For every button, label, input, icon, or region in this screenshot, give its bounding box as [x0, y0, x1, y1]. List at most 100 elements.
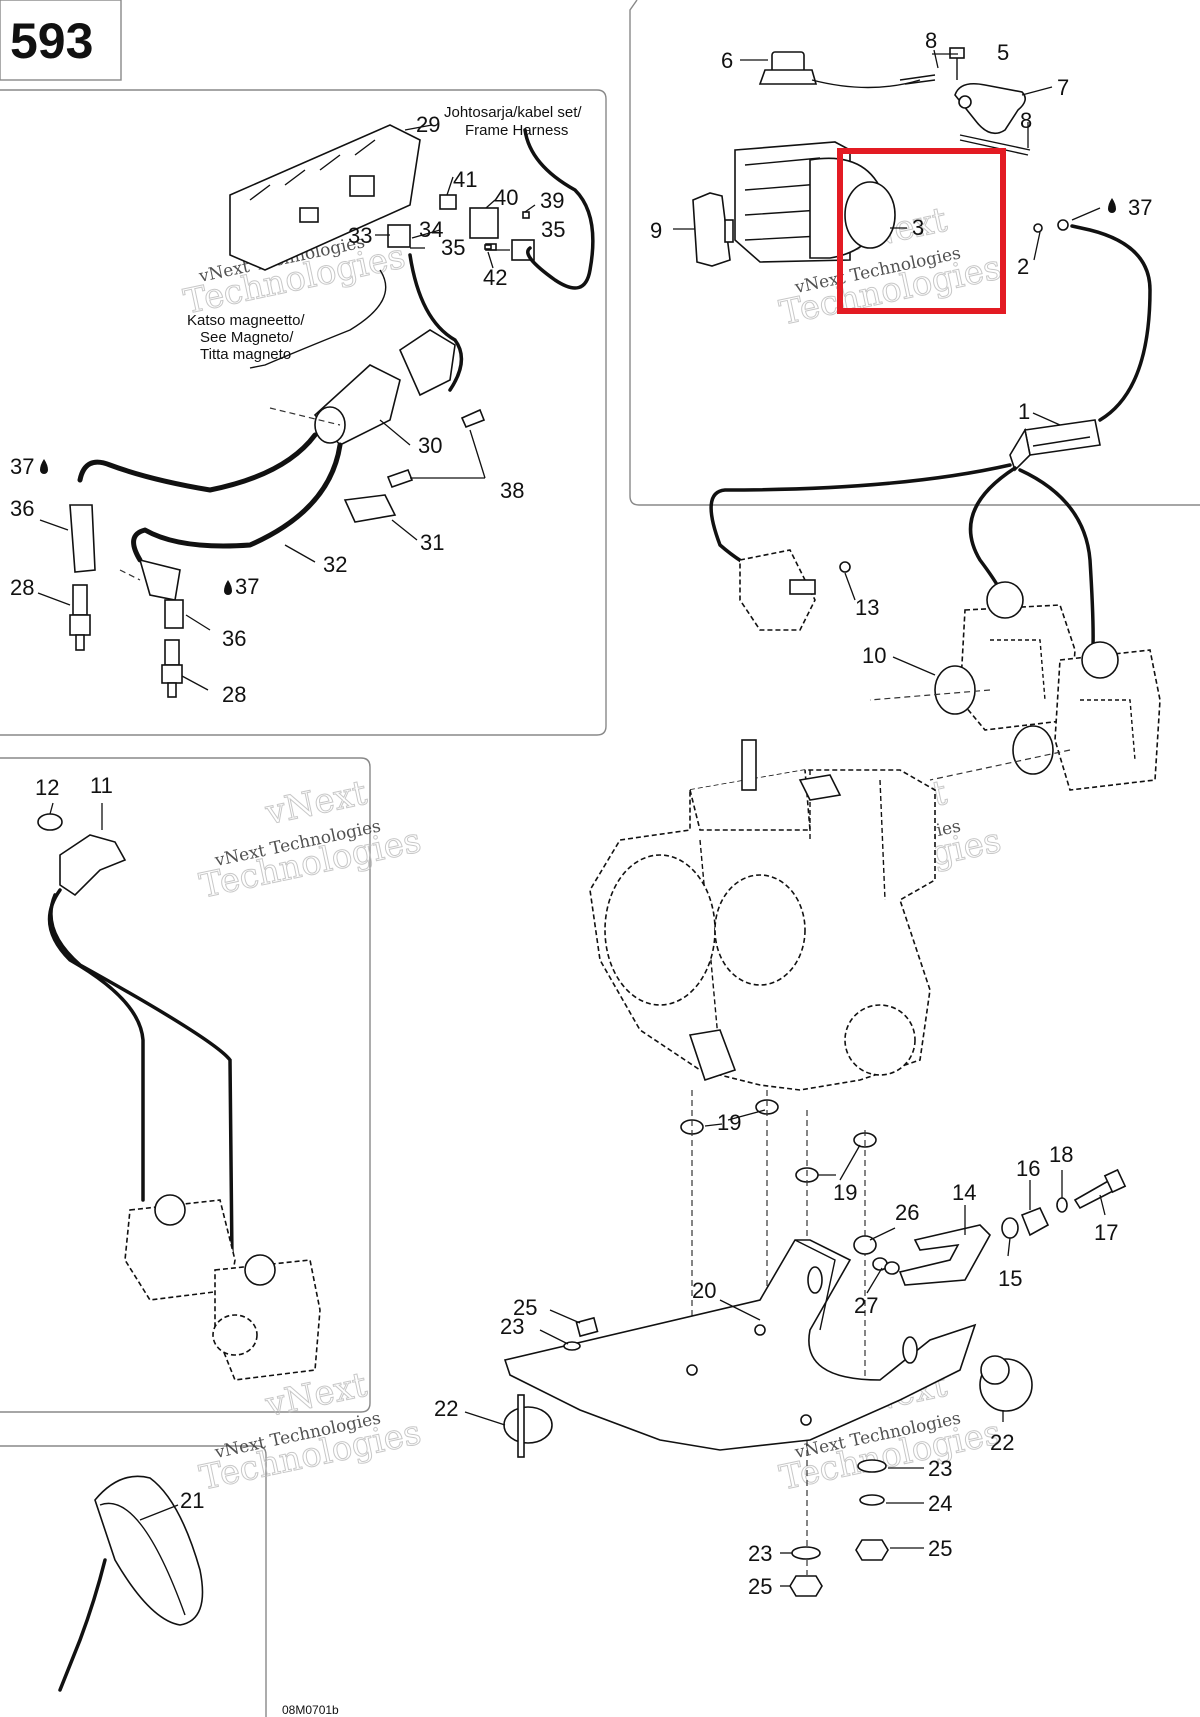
part-13-bracket — [739, 549, 851, 631]
drop-icon — [1108, 198, 1116, 213]
part-5-screw — [949, 47, 965, 80]
part-7-switch-cap — [954, 82, 1026, 135]
callout-18: 18 — [1049, 1142, 1073, 1167]
harness-note-line2: Frame Harness — [465, 122, 568, 139]
callout-39: 39 — [540, 188, 564, 213]
callout-36-left: 36 — [10, 496, 34, 521]
parts-15-18-hardware — [1001, 1168, 1127, 1239]
callout-29: 29 — [416, 112, 440, 137]
callout-23-bottom: 23 — [748, 1541, 772, 1566]
part-9-cover — [692, 192, 734, 267]
part-38-screws — [386, 408, 486, 489]
callout-3[interactable]: 3 — [912, 215, 924, 240]
frame-harness-wire — [523, 128, 595, 290]
callout-34: 34 — [419, 217, 443, 242]
callout-35-left: 35 — [441, 235, 465, 260]
part-29-cdi-module — [229, 124, 421, 271]
part-30-ignition-coil — [313, 329, 456, 446]
handlebar-panel-frame — [0, 1445, 267, 1717]
callout-22-left: 22 — [434, 1396, 458, 1421]
callout-28-left: 28 — [10, 575, 34, 600]
part-22-rubber-mounts — [503, 1355, 1033, 1458]
highlight-box-part-3[interactable] — [837, 148, 1006, 314]
callout-13: 13 — [855, 595, 879, 620]
sensor-assembly — [37, 813, 321, 1381]
callout-28-right: 28 — [222, 682, 246, 707]
part-1-module — [1009, 419, 1101, 472]
carburetors — [959, 581, 1161, 791]
callout-8-lower: 8 — [1020, 108, 1032, 133]
tether-switch-panel-frame — [629, 0, 1200, 506]
part-14-bracket — [898, 1224, 991, 1286]
part-20-engine-plate — [503, 1239, 977, 1451]
part-19-washers — [680, 1099, 877, 1183]
drawing-code: 08M0701b — [282, 1703, 339, 1717]
centerline — [869, 689, 1071, 781]
callout-35-right: 35 — [541, 217, 565, 242]
mount-centerlines — [691, 1090, 866, 1575]
callout-40: 40 — [494, 185, 518, 210]
callout-15: 15 — [998, 1266, 1022, 1291]
callout-9: 9 — [650, 218, 662, 243]
callout-23-right: 23 — [928, 1456, 952, 1481]
callout-19-left: 19 — [717, 1110, 741, 1135]
callout-32: 32 — [323, 552, 347, 577]
callout-17: 17 — [1094, 1220, 1118, 1245]
callout-41: 41 — [453, 167, 477, 192]
callout-25-right: 25 — [928, 1536, 952, 1561]
callout-6: 6 — [721, 48, 733, 73]
callout-12: 12 — [35, 775, 59, 800]
part-31-clip — [343, 494, 397, 523]
part-28-spark-plugs — [69, 584, 183, 698]
callout-37-switch: 37 — [1128, 195, 1152, 220]
callout-42: 42 — [483, 265, 507, 290]
page-number-box — [0, 0, 122, 81]
ignition-assembly — [69, 124, 595, 698]
handlebar-assembly — [58, 1475, 204, 1692]
part-36-spark-caps — [69, 504, 184, 629]
callout-11: 11 — [90, 773, 113, 798]
callout-31: 31 — [420, 530, 444, 555]
ignition-centerlines — [119, 407, 341, 581]
ignition-panel-frame — [0, 89, 607, 736]
drop-icon — [40, 459, 48, 474]
callout-36-right: 36 — [222, 626, 246, 651]
part-2-nut — [1033, 219, 1069, 233]
tether-switch-assembly — [692, 47, 1152, 662]
callout-24: 24 — [928, 1491, 952, 1516]
callout-labels: 1 2 3 5 6 7 8 8 9 37 10 13 29 41 40 39 3… — [10, 28, 1152, 1599]
tether-cable — [1070, 224, 1152, 422]
connectors-33-42 — [387, 194, 535, 261]
callout-37-coil-bottom: 37 — [235, 574, 259, 599]
part-10-clamps — [934, 665, 1054, 775]
sensor-carburetors — [124, 1194, 321, 1381]
callout-25-top: 25 — [513, 1295, 537, 1320]
callout-8-upper: 8 — [925, 28, 937, 53]
sensor-cable-1 — [47, 888, 145, 1202]
part-32-ht-lead-2 — [131, 442, 343, 563]
part-12-ring — [37, 813, 63, 831]
engine — [589, 739, 936, 1091]
callout-5: 5 — [997, 40, 1009, 65]
sensor-panel-frame — [0, 757, 371, 1413]
drop-icon — [224, 580, 232, 595]
callout-7: 7 — [1057, 75, 1069, 100]
handlebar-cable — [58, 1558, 107, 1692]
sensor-cable-2 — [49, 893, 234, 1262]
cdi-to-coil-wire — [408, 253, 464, 392]
watermark: vNext vNext Technologies Technologies — [196, 772, 425, 907]
part-8-terminals — [899, 74, 1031, 156]
callout-25-bottom: 25 — [748, 1574, 772, 1599]
callout-2: 2 — [1017, 254, 1029, 279]
page-number: 593 — [10, 13, 93, 69]
part-21-guard — [94, 1475, 204, 1626]
magneto-note-line2: See Magneto/ — [200, 329, 294, 346]
part-4-housing — [734, 141, 896, 263]
module-harness-to-carb-2 — [1018, 468, 1095, 662]
watermark: vNext vNext Technologies Technologies — [196, 1364, 425, 1499]
callout-30: 30 — [418, 433, 442, 458]
part-32-ht-lead-1 — [77, 432, 318, 493]
